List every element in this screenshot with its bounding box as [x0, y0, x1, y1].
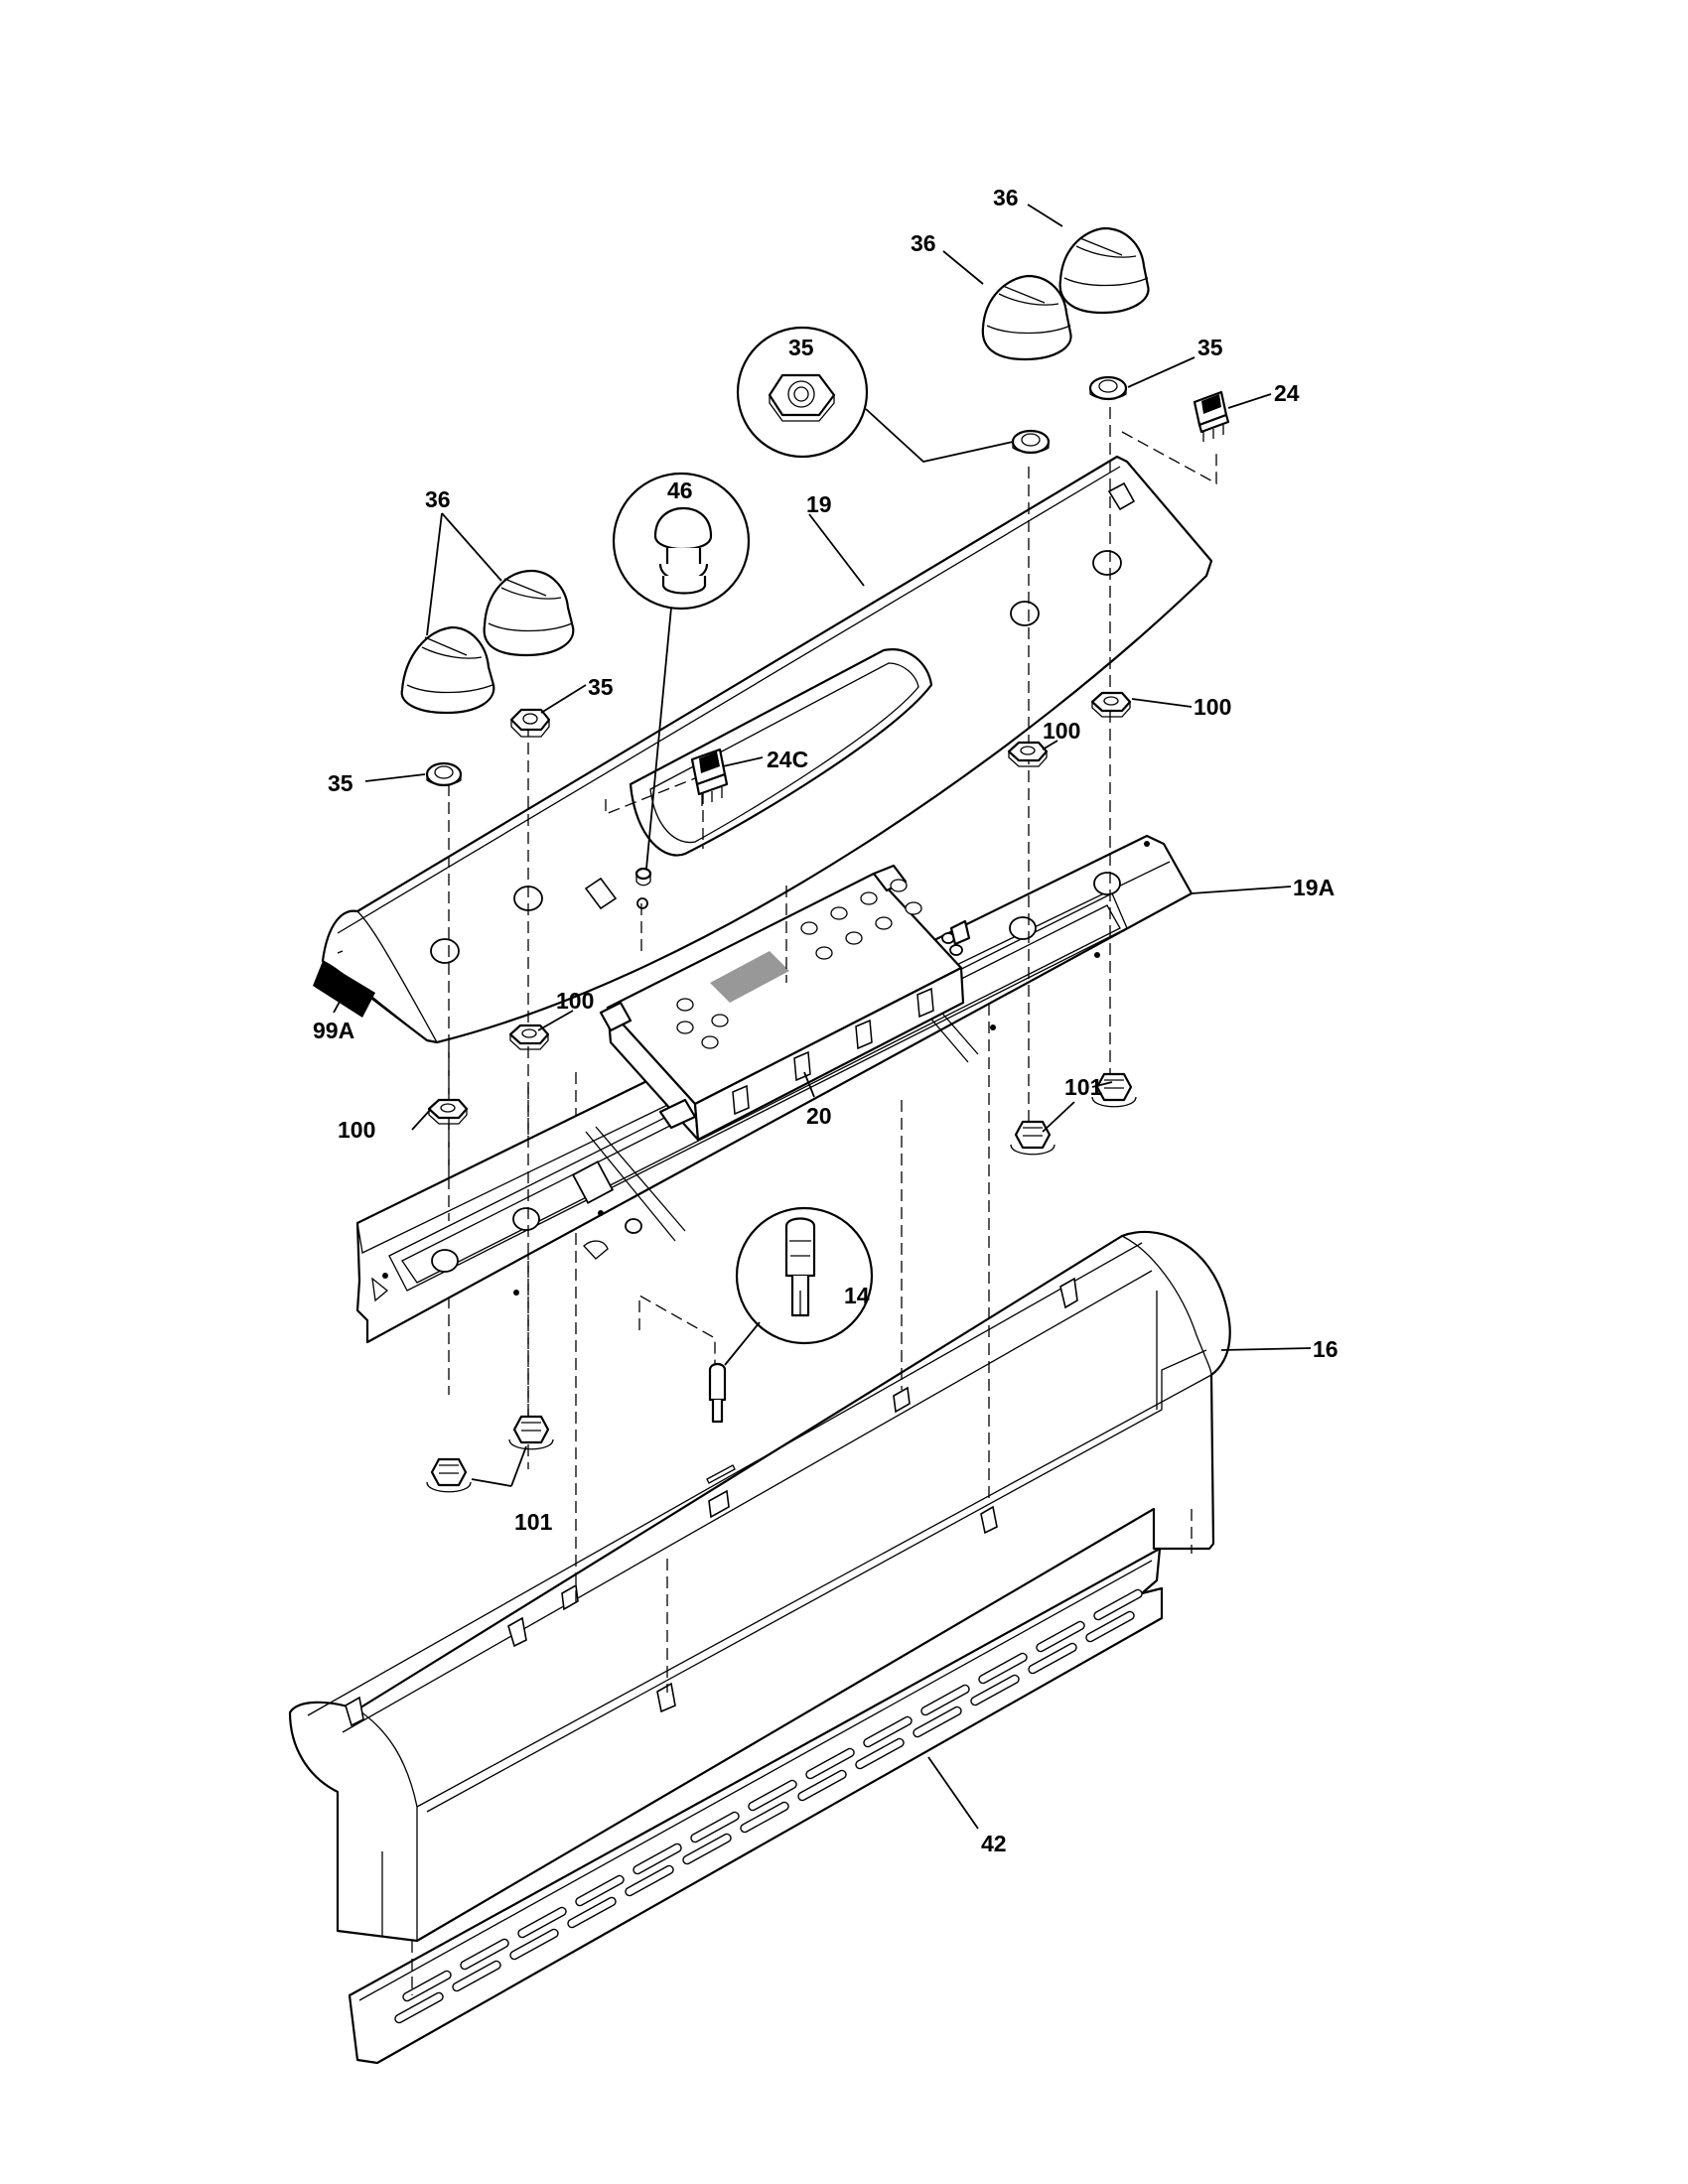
part-label-35-right: 35 — [1197, 335, 1223, 360]
part-label-100-left-upper: 100 — [556, 988, 594, 1014]
hex-nut-left-upper — [508, 1024, 550, 1050]
part-label-101-left: 101 — [514, 1509, 553, 1535]
vent-slot — [460, 1938, 509, 1971]
vent-slot — [402, 1970, 452, 2002]
rocker-switch-right — [1193, 390, 1230, 442]
control-board-buttons — [676, 879, 922, 1049]
part-label-100-left-lower: 100 — [338, 1117, 375, 1143]
vent-slot — [1093, 1588, 1143, 1621]
part-label-19: 19 — [806, 491, 832, 517]
part-label-100-right-front: 100 — [1043, 718, 1080, 744]
part-label-36-upper: 36 — [911, 230, 936, 256]
part-label-42: 42 — [981, 1831, 1007, 1856]
part-label-16: 16 — [1313, 1336, 1338, 1362]
vent-slot — [740, 1801, 789, 1834]
knob-right-front — [981, 274, 1072, 361]
flange-nut-left-upper — [508, 1415, 554, 1450]
part-label-46: 46 — [667, 478, 693, 503]
vent-slot — [978, 1652, 1028, 1685]
board-button — [860, 891, 878, 905]
main-control-panel — [321, 455, 1213, 1044]
vent-slot — [567, 1896, 617, 1929]
board-button — [676, 1021, 694, 1034]
knob-left-rear — [483, 569, 575, 657]
board-button — [875, 916, 893, 930]
assembly-guide-lines-upper — [448, 407, 1217, 1420]
flange-nut-right-rear — [1091, 1072, 1137, 1108]
electronic-control-board — [599, 864, 971, 1142]
vent-slot — [805, 1747, 855, 1780]
part-label-14: 14 — [844, 1283, 870, 1308]
vent-slot — [748, 1779, 797, 1812]
knob-nut-right-lower — [1011, 429, 1051, 455]
vent-slot — [690, 1811, 740, 1843]
knob-right-rear — [1058, 226, 1150, 315]
hex-nut-right-rear — [1090, 691, 1132, 718]
part-label-35-left-upper: 35 — [588, 674, 614, 700]
knob-nut-left-lower — [425, 761, 463, 787]
vent-slot — [920, 1684, 970, 1716]
part-label-24c: 24C — [767, 747, 808, 772]
lamp-socket — [708, 1362, 727, 1424]
knob-left-front — [400, 625, 495, 715]
knob-nut-right-upper — [1088, 375, 1128, 401]
board-button — [815, 946, 833, 960]
vent-slots — [394, 1588, 1143, 2024]
vent-slot — [1085, 1610, 1135, 1643]
hex-nut-left-lower — [427, 1098, 469, 1125]
vent-slot — [452, 1960, 501, 1992]
rocker-switch-center — [690, 748, 729, 806]
part-label-24: 24 — [1274, 380, 1300, 406]
vent-slot — [1036, 1620, 1085, 1653]
part-label-35-callout: 35 — [788, 335, 814, 360]
vent-slot — [1028, 1642, 1077, 1675]
ribbon-cable — [313, 961, 375, 1018]
knob-nut-left-upper — [509, 708, 551, 738]
vent-slot — [625, 1864, 674, 1897]
board-button — [800, 921, 818, 935]
part-label-19a: 19A — [1293, 875, 1335, 900]
vent-slot — [682, 1833, 732, 1865]
vent-slot — [855, 1737, 905, 1770]
part-label-36-left: 36 — [425, 486, 451, 512]
vent-slot — [394, 1991, 444, 2024]
vent-grille-panel — [348, 1547, 1164, 2065]
flange-nut-right-front — [1010, 1120, 1055, 1156]
board-button — [711, 1014, 729, 1027]
flange-nut-left-lower — [426, 1457, 472, 1493]
vent-slot — [575, 1874, 625, 1907]
vent-slot — [863, 1715, 913, 1748]
hex-nut-right-front — [1007, 741, 1049, 767]
part-label-101-right: 101 — [1064, 1074, 1103, 1100]
board-button — [905, 901, 922, 915]
vent-slot — [509, 1928, 559, 1961]
part-label-35-left-lower: 35 — [328, 770, 353, 796]
button-detail-callout — [612, 472, 751, 887]
part-label-100-right-rear: 100 — [1194, 694, 1231, 720]
label-leaders — [364, 204, 1312, 1830]
vent-slot — [517, 1906, 567, 1939]
part-labels: 36 36 35 35 24 46 19 36 35 35 24C 100 10… — [313, 185, 1338, 1856]
part-label-20: 20 — [806, 1103, 832, 1129]
vent-slot — [633, 1843, 682, 1875]
nut-detail-callout — [736, 326, 1014, 463]
board-button — [845, 931, 863, 945]
manifold-trim-panel — [288, 1230, 1231, 1943]
vent-slot — [913, 1706, 962, 1738]
board-button — [701, 1035, 719, 1049]
board-button — [890, 879, 908, 892]
vent-slot — [797, 1769, 847, 1802]
part-label-99a: 99A — [313, 1018, 354, 1043]
lamp-socket-callout — [724, 1206, 874, 1366]
board-button — [676, 998, 694, 1012]
board-button — [830, 906, 848, 920]
part-label-36-top: 36 — [993, 185, 1019, 210]
hardware — [400, 226, 1230, 1493]
vent-slot — [970, 1674, 1020, 1706]
